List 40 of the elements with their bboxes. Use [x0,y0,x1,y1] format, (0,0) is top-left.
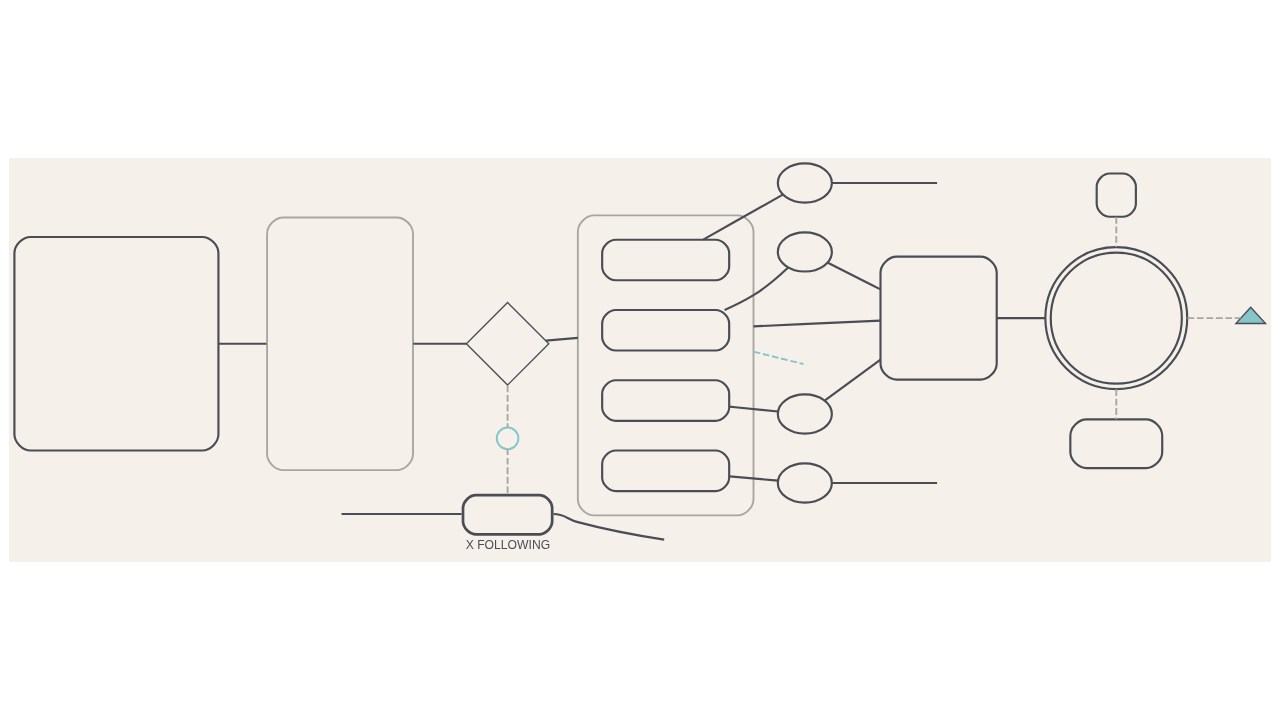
node-circle [495,426,520,451]
connector [996,317,1045,320]
connector [753,319,881,328]
connector [832,481,938,485]
connector [702,193,784,241]
node-box [601,449,731,493]
node-ellipse [776,162,833,204]
connector [752,350,805,365]
node-triangle [1234,306,1268,325]
connector [729,405,778,413]
connector [506,448,509,495]
connector [553,512,665,541]
connector [724,267,789,311]
node-box [1095,172,1137,218]
connector [1115,388,1118,421]
connector [341,512,462,516]
connector [827,261,881,291]
connector [729,475,778,482]
node-ellipse [776,231,833,273]
connector [545,336,578,342]
node-circle [1044,246,1189,391]
node-box [1069,418,1164,470]
connector [413,342,467,345]
node-box [461,493,554,536]
node-ellipse [776,393,833,435]
connector [824,358,882,402]
node-diamond [465,301,550,386]
node-box [13,235,220,452]
connector [218,342,267,345]
node-box [601,238,731,282]
connector [832,181,938,185]
node-box [879,255,998,381]
connector [1186,317,1242,320]
connector [506,384,509,429]
node-box [601,308,731,352]
node-box [601,379,731,422]
node-box [266,216,414,472]
node-ellipse [776,462,833,504]
connector [1115,216,1118,248]
node-label: X FOLLOWING [465,538,551,553]
